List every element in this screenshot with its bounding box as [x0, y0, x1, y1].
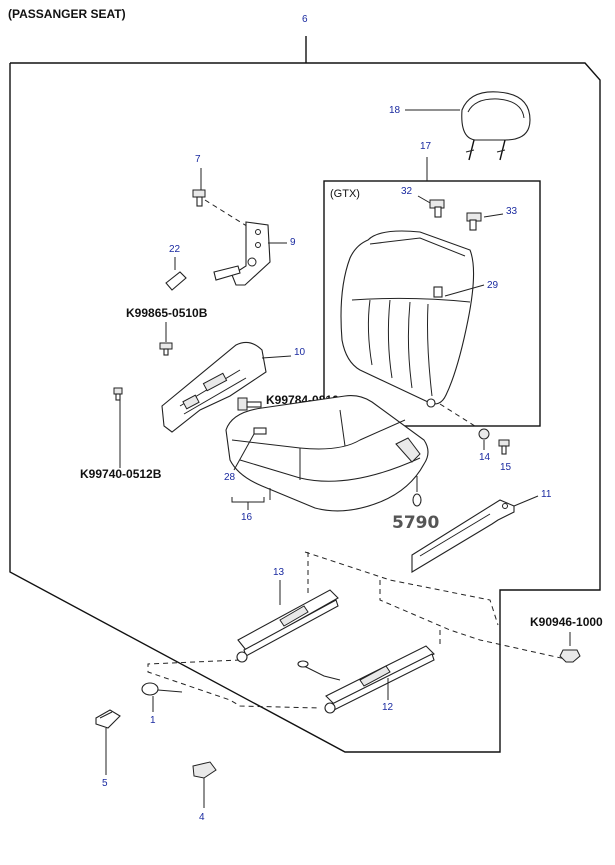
nut-c4-part	[559, 649, 581, 663]
cover-5-part	[95, 709, 121, 729]
bolt-15-part	[498, 439, 510, 455]
dashed-rail-top	[304, 551, 499, 626]
bolt-c2-part	[237, 397, 262, 411]
callout-11: 11	[541, 489, 552, 500]
callout-1: 1	[150, 715, 156, 726]
rail-13-part	[236, 589, 339, 663]
headrest-part	[461, 91, 531, 161]
callout-32: 32	[401, 186, 413, 197]
code-k99740: K99740-0512B	[80, 467, 162, 481]
code-k99865: K99865-0510B	[126, 306, 208, 320]
pin-part	[412, 476, 422, 507]
screw-c3-part	[113, 387, 123, 401]
leader-33	[483, 213, 504, 218]
assembly-frame	[9, 62, 601, 753]
callout-5: 5	[102, 778, 108, 789]
bracket-16	[231, 497, 265, 503]
bolt-7-part	[192, 189, 206, 207]
callout-14: 14	[479, 452, 491, 463]
nut-14-part	[478, 428, 490, 440]
leader-28	[233, 433, 255, 471]
screw-c1-part	[159, 342, 173, 356]
gtx-frame	[323, 180, 541, 427]
leader-10	[261, 355, 292, 359]
callout-18: 18	[389, 105, 401, 116]
callout-4: 4	[199, 812, 205, 823]
leader-29	[444, 284, 485, 297]
callout-12: 12	[382, 702, 394, 713]
cap-4-part	[192, 761, 217, 779]
callout-13: 13	[273, 567, 285, 578]
clip-33-part	[466, 212, 482, 231]
callout-16: 16	[241, 512, 253, 523]
dashed-7	[204, 199, 251, 229]
dashed-rail-left	[147, 659, 321, 709]
handle-1-part	[141, 682, 183, 696]
seatback-part	[340, 230, 475, 408]
diagram-title: (PASSANGER SEAT)	[8, 7, 126, 21]
callout-29: 29	[487, 280, 499, 291]
rail-12-part	[297, 645, 435, 714]
bracket-11-part	[411, 499, 515, 573]
seat-cushion-part	[225, 395, 429, 512]
callout-10: 10	[294, 347, 306, 358]
callout-9: 9	[290, 237, 296, 248]
callout-7: 7	[195, 154, 201, 165]
callout-6: 6	[302, 14, 308, 25]
dashed-rail-right	[379, 580, 571, 661]
callout-22: 22	[169, 244, 181, 255]
callout-28: 28	[224, 472, 236, 483]
callout-33: 33	[506, 206, 518, 217]
gtx-label: (GTX)	[330, 188, 360, 200]
catalog-stamp: 5790	[392, 513, 439, 533]
leader-11	[513, 495, 539, 507]
code-k90946: K90946-1000	[530, 615, 603, 629]
callout-15: 15	[500, 462, 512, 473]
clip-32-part	[429, 199, 445, 218]
dashed-14	[439, 403, 479, 429]
callout-17: 17	[420, 141, 432, 152]
bracket-9-part	[213, 221, 271, 286]
cap-22-part	[165, 271, 187, 291]
side-cover-10-part	[161, 341, 267, 433]
